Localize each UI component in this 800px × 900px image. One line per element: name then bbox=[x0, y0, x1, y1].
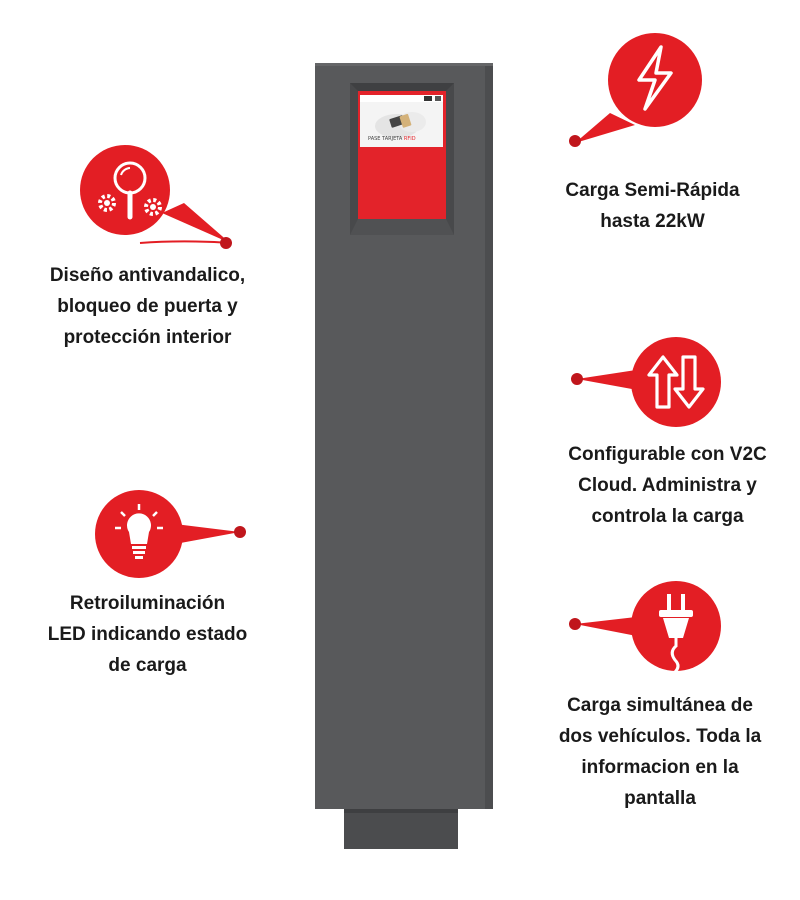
screen-prompt: PASE TARJETA RFID bbox=[368, 136, 416, 142]
feature-line: hasta 22kW bbox=[600, 211, 705, 232]
feature-line: bloqueo de puerta y bbox=[57, 296, 238, 317]
feature-line: informacion en la bbox=[581, 757, 739, 778]
feature-line: protección interior bbox=[63, 327, 232, 348]
lightning-icon bbox=[569, 33, 702, 147]
feature-line: Diseño antivandalico, bbox=[49, 265, 246, 286]
feature-dual-text: Carga simultánea de dos vehículos. Toda … bbox=[545, 690, 775, 814]
magnifier-gears-icon bbox=[80, 145, 232, 249]
feature-line: LED indicando estado bbox=[47, 624, 248, 645]
feature-cloud-text: Configurable con V2C Cloud. Administra y… bbox=[555, 439, 780, 532]
feature-line: Cloud. Administra y bbox=[578, 475, 757, 496]
lightbulb-icon bbox=[95, 490, 246, 578]
charging-post bbox=[315, 63, 493, 849]
feature-line: de carga bbox=[108, 655, 187, 676]
feature-charge-speed-text: Carga Semi-Rápida hasta 22kW bbox=[545, 175, 760, 237]
feature-line: Carga simultánea de bbox=[567, 695, 753, 716]
feature-line: pantalla bbox=[624, 788, 696, 809]
feature-line: Retroiluminación bbox=[69, 593, 226, 614]
feature-line: dos vehículos. Toda la bbox=[558, 726, 762, 747]
feature-line: Configurable con V2C bbox=[568, 444, 767, 465]
feature-led-text: Retroiluminación LED indicando estado de… bbox=[30, 588, 265, 681]
plug-icon bbox=[569, 581, 721, 674]
rfid-badge: RFID bbox=[403, 136, 416, 142]
up-down-arrows-icon bbox=[571, 337, 721, 427]
feature-line: Carga Semi-Rápida bbox=[565, 180, 740, 201]
feature-line: controla la carga bbox=[591, 506, 744, 527]
feature-anti-vandal-text: Diseño antivandalico, bloqueo de puerta … bbox=[30, 260, 265, 353]
